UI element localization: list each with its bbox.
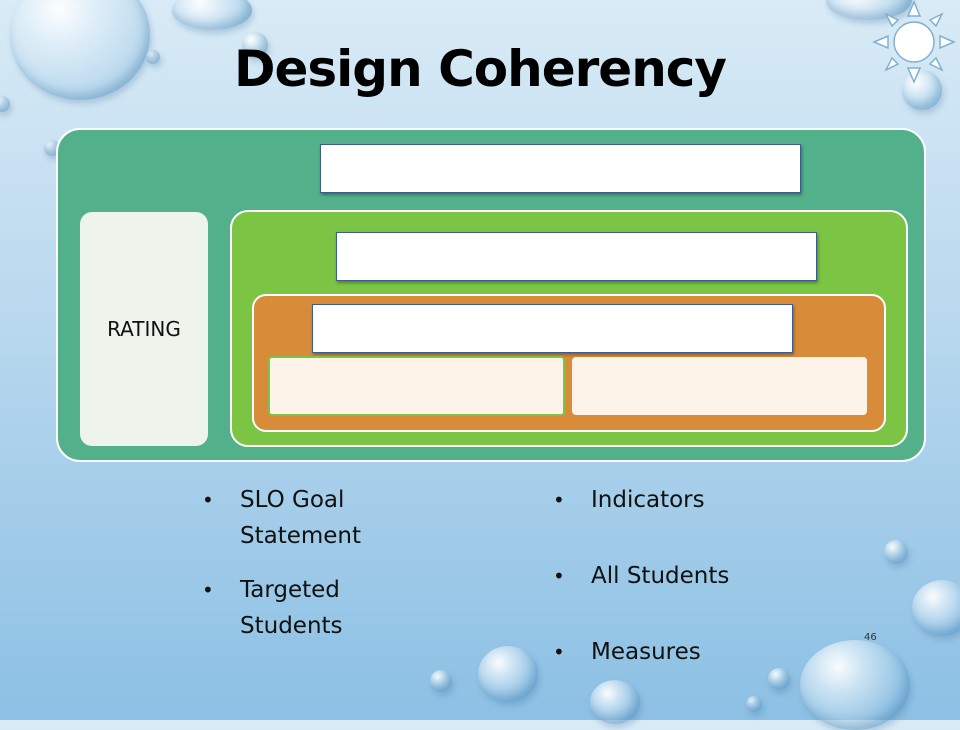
bullet-list-right: Indicators All Students Measures — [553, 482, 813, 670]
bullet-item: Indicators — [553, 482, 813, 518]
water-drop — [590, 680, 640, 724]
bullet-list-left: SLO Goal Statement Targeted Students — [202, 482, 432, 644]
water-drop — [902, 70, 942, 110]
water-drop — [912, 580, 960, 636]
top-blank-box — [320, 144, 801, 193]
sun-icon — [872, 0, 956, 84]
middle-blank-box — [336, 232, 817, 281]
bullet-item: Measures — [553, 634, 813, 670]
water-drop — [800, 640, 910, 730]
water-drop — [146, 50, 160, 64]
water-drop — [884, 540, 908, 564]
bullet-item: Targeted Students — [202, 572, 432, 644]
bullet-item: All Students — [553, 558, 813, 594]
water-drop — [746, 696, 762, 712]
water-drop — [826, 0, 912, 20]
bottom-left-box — [268, 356, 565, 416]
page-title: Design Coherency — [233, 40, 727, 98]
page-number: 46 — [864, 632, 877, 643]
rating-label: RATING — [107, 317, 181, 341]
bottom-right-box — [572, 357, 867, 415]
bullet-item: SLO Goal Statement — [202, 482, 432, 554]
rating-box: RATING — [80, 212, 208, 446]
water-drop — [10, 0, 150, 100]
water-drop — [0, 96, 10, 112]
water-drop — [478, 646, 538, 702]
inner-blank-box — [312, 304, 793, 353]
water-drop — [430, 670, 452, 692]
water-drop — [768, 668, 790, 690]
water-drop — [172, 0, 252, 30]
water-drop — [242, 32, 268, 58]
